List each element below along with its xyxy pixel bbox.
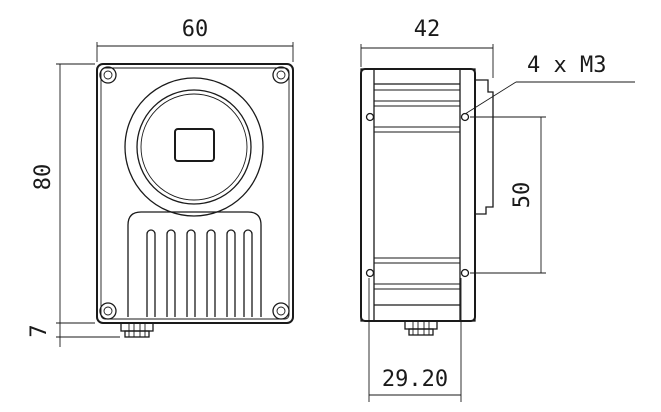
side-back-plate: [360, 68, 375, 322]
side-mount-holes: [365, 112, 470, 278]
hole-top-right-icon: [460, 112, 470, 122]
front-view: [96, 63, 294, 338]
side-front-plate: [459, 68, 476, 322]
screw-bottom-left-icon: [99, 302, 117, 320]
front-connector-icon: [120, 322, 154, 338]
dim-side-depth: 42: [414, 17, 441, 42]
dim-mount-spacing: 50: [510, 182, 535, 209]
lens-mount: [124, 77, 264, 217]
hole-top-left-icon: [365, 112, 375, 122]
dim-connector-offset: 29.20: [382, 367, 448, 392]
screw-callout: 4 x M3: [527, 53, 606, 78]
hole-bottom-right-icon: [460, 268, 470, 278]
side-view: [360, 68, 494, 336]
front-housing-inner-outline: [100, 67, 290, 320]
side-bands: [374, 83, 460, 306]
screw-bottom-right-icon: [272, 302, 290, 320]
side-connector-icon: [404, 320, 438, 336]
front-corner-screws: [99, 66, 290, 320]
side-lens-protrusion: [475, 79, 494, 215]
cooling-fins: [127, 211, 262, 317]
screw-top-left-icon: [99, 66, 117, 84]
dim-front-width: 60: [182, 17, 209, 42]
side-dimensions: 42 4 x M3 50 29.20: [360, 17, 635, 402]
dim-front-height: 80: [31, 164, 56, 191]
front-housing-outline: [96, 63, 294, 324]
screw-top-right-icon: [272, 66, 290, 84]
dim-connector-height: 7: [27, 324, 52, 337]
front-dimensions: 60 80 7: [27, 17, 294, 347]
side-housing-outline: [360, 68, 476, 322]
hole-bottom-left-icon: [365, 268, 375, 278]
image-sensor: [174, 128, 215, 162]
